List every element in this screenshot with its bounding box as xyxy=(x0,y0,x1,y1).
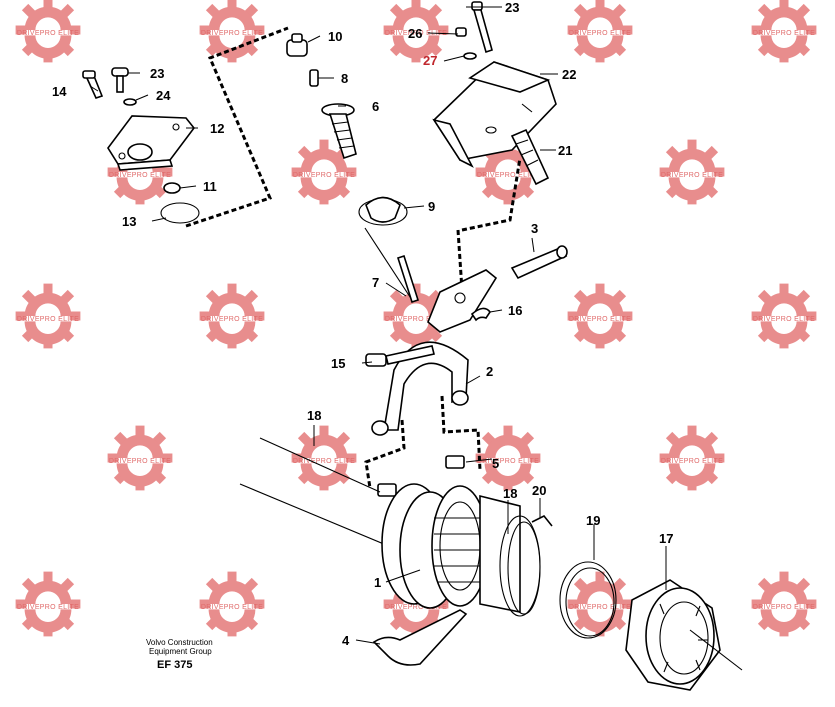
leader-lines xyxy=(89,6,667,645)
watermark-text: DRIVEPRO ELITE xyxy=(17,30,79,37)
callout-10: 10 xyxy=(328,29,342,44)
watermark-logo: DRIVEPRO ELITE xyxy=(751,283,817,349)
callout-22: 22 xyxy=(562,67,576,82)
watermark-text: DRIVEPRO ELITE xyxy=(17,316,79,323)
watermark-logo: DRIVEPRO ELITE xyxy=(659,425,725,491)
part-group-shift-fork xyxy=(364,245,568,497)
watermark-logo: DRIVEPRO ELITE xyxy=(751,0,817,63)
callout-26: 26 xyxy=(408,26,422,41)
watermark-logo: DRIVEPRO ELITE xyxy=(15,0,81,63)
watermark-logo: DRIVEPRO ELITE xyxy=(199,283,265,349)
callout-9: 9 xyxy=(428,199,435,214)
watermark-text: DRIVEPRO ELITE xyxy=(109,458,171,465)
watermark-logo: DRIVEPRO ELITE xyxy=(383,571,449,637)
watermark-logo: DRIVEPRO ELITE xyxy=(15,283,81,349)
watermark-logo: DRIVEPRO ELITE xyxy=(475,139,541,205)
watermark-text: DRIVEPRO ELITE xyxy=(385,30,447,37)
watermark-text: DRIVEPRO ELITE xyxy=(477,458,539,465)
callout-5: 5 xyxy=(492,456,499,471)
callout-2: 2 xyxy=(486,364,493,379)
watermark-logo: DRIVEPRO ELITE xyxy=(567,571,633,637)
watermark-logo: DRIVEPRO ELITE xyxy=(107,425,173,491)
callout-21: 21 xyxy=(558,143,572,158)
watermark-text: DRIVEPRO ELITE xyxy=(293,458,355,465)
caption-block: Volvo Construction Equipment Group EF 37… xyxy=(146,638,213,671)
watermark-text: DRIVEPRO ELITE xyxy=(385,604,447,611)
company-line-2: Equipment Group xyxy=(149,647,212,656)
watermark-logo: DRIVEPRO ELITE xyxy=(15,571,81,637)
watermark-text: DRIVEPRO ELITE xyxy=(661,458,723,465)
callout-23: 23 xyxy=(505,0,519,15)
watermark-logo: DRIVEPRO ELITE xyxy=(567,0,633,63)
callout-7: 7 xyxy=(372,275,379,290)
part-group-housing xyxy=(432,1,557,291)
watermark-logo: DRIVEPRO ELITE xyxy=(291,139,357,205)
watermark-logo: DRIVEPRO ELITE xyxy=(199,571,265,637)
callout-18-upper: 18 xyxy=(307,408,321,423)
watermark-text: DRIVEPRO ELITE xyxy=(293,172,355,179)
watermark-text: DRIVEPRO ELITE xyxy=(17,604,79,611)
callout-14: 14 xyxy=(52,84,67,99)
part-group-plunger xyxy=(286,33,420,304)
watermark-logo: DRIVEPRO ELITE xyxy=(199,0,265,63)
callout-13: 13 xyxy=(122,214,136,229)
callout-12: 12 xyxy=(210,121,224,136)
callout-15: 15 xyxy=(331,356,345,371)
callout-17: 17 xyxy=(659,531,673,546)
callout-6: 6 xyxy=(372,99,379,114)
callout-20: 20 xyxy=(532,483,546,498)
watermark-text: DRIVEPRO ELITE xyxy=(753,316,815,323)
callout-27: 27 xyxy=(423,53,437,68)
callout-1: 1 xyxy=(374,575,381,590)
watermark-logo: DRIVEPRO ELITE xyxy=(383,0,449,63)
watermark-text: DRIVEPRO ELITE xyxy=(385,316,447,323)
watermark-logo: DRIVEPRO ELITE xyxy=(291,425,357,491)
watermark-logo: DRIVEPRO ELITE xyxy=(567,283,633,349)
watermark-logo: DRIVEPRO ELITE xyxy=(659,139,725,205)
watermark-text: DRIVEPRO ELITE xyxy=(201,316,263,323)
callout-24: 23 xyxy=(150,66,164,81)
watermark-logo: DRIVEPRO ELITE xyxy=(383,283,449,349)
callout-3: 3 xyxy=(531,221,538,236)
callout-8: 8 xyxy=(341,71,348,86)
watermark-text: DRIVEPRO ELITE xyxy=(109,172,171,179)
watermark-text: DRIVEPRO ELITE xyxy=(477,172,539,179)
watermark-text: DRIVEPRO ELITE xyxy=(569,30,631,37)
watermark-layer: DRIVEPRO ELITE DRIVEPRO ELITE DRIVEPRO ELI… xyxy=(15,0,817,637)
callout-18-lower: 18 xyxy=(503,486,517,501)
callout-labels: 23 10 8 6 23 24 12 11 13 14 9 7 16 2 3 1… xyxy=(52,0,673,648)
company-line-1: Volvo Construction xyxy=(146,638,213,647)
watermark-text: DRIVEPRO ELITE xyxy=(201,30,263,37)
watermark-text: DRIVEPRO ELITE xyxy=(569,604,631,611)
callout-19: 19 xyxy=(586,513,600,528)
callout-11: 11 xyxy=(203,179,217,194)
watermark-logo: DRIVEPRO ELITE xyxy=(475,425,541,491)
watermark-text: DRIVEPRO ELITE xyxy=(201,604,263,611)
watermark-text: DRIVEPRO ELITE xyxy=(753,30,815,37)
figure-code: EF 375 xyxy=(157,659,192,671)
part-group-synchronizer xyxy=(239,437,743,691)
watermark-text: DRIVEPRO ELITE xyxy=(661,172,723,179)
watermark-logo: DRIVEPRO ELITE xyxy=(107,139,173,205)
callout-25: 24 xyxy=(156,88,171,103)
watermark-text: DRIVEPRO ELITE xyxy=(753,604,815,611)
part-group-cover-bracket xyxy=(82,26,289,228)
watermark-text: DRIVEPRO ELITE xyxy=(569,316,631,323)
callout-4: 4 xyxy=(342,633,350,648)
callout-16: 16 xyxy=(508,303,522,318)
watermark-logo: DRIVEPRO ELITE xyxy=(751,571,817,637)
